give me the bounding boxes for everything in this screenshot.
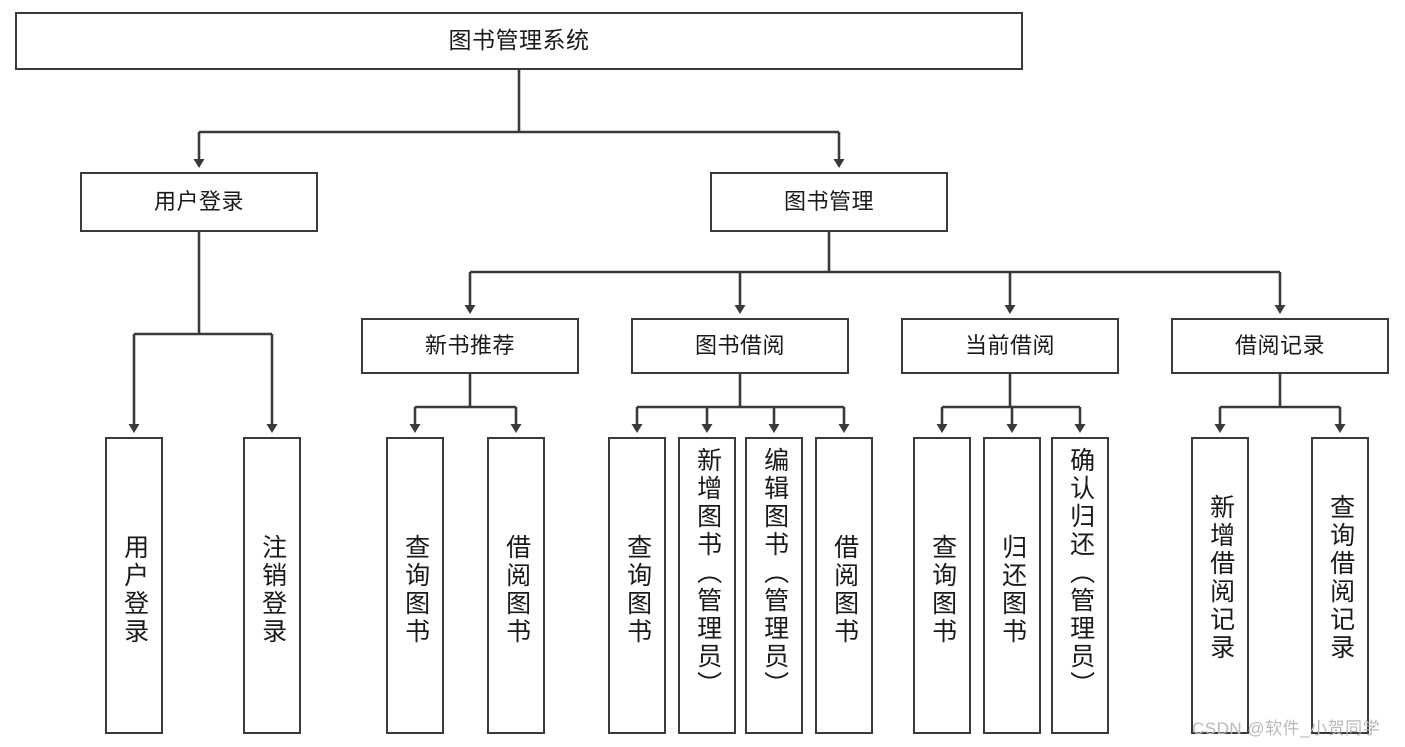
node-leaf-borrow-book-recommend-label: 借阅图书 bbox=[502, 534, 531, 646]
node-leaf-query-borrow-record[interactable]: 查询借阅记录 bbox=[1311, 437, 1369, 734]
node-leaf-confirm-return-label: 确认归还（管理员） bbox=[1066, 447, 1095, 699]
node-current-borrow-label: 当前借阅 bbox=[964, 333, 1055, 359]
node-leaf-add-book-label: 新增图书（管理员） bbox=[693, 447, 722, 699]
node-leaf-logout-label: 注销登录 bbox=[258, 534, 287, 646]
node-new-book-recommend-label: 新书推荐 bbox=[424, 333, 515, 359]
node-leaf-query-book-borrow[interactable]: 查询图书 bbox=[608, 437, 666, 734]
node-current-borrow[interactable]: 当前借阅 bbox=[901, 318, 1119, 374]
node-leaf-add-borrow-record[interactable]: 新增借阅记录 bbox=[1191, 437, 1249, 734]
node-leaf-add-borrow-record-label: 新增借阅记录 bbox=[1206, 494, 1235, 662]
node-leaf-return-book[interactable]: 归还图书 bbox=[983, 437, 1041, 734]
node-leaf-logout[interactable]: 注销登录 bbox=[243, 437, 301, 734]
node-leaf-user-login[interactable]: 用户登录 bbox=[105, 437, 163, 734]
node-root[interactable]: 图书管理系统 bbox=[15, 12, 1023, 70]
node-leaf-query-book-borrow-label: 查询图书 bbox=[623, 534, 652, 646]
node-user-login-label: 用户登录 bbox=[153, 189, 244, 215]
node-book-borrow[interactable]: 图书借阅 bbox=[631, 318, 849, 374]
node-leaf-return-book-label: 归还图书 bbox=[998, 534, 1027, 646]
node-leaf-query-book-recommend[interactable]: 查询图书 bbox=[386, 437, 444, 734]
node-book-borrow-label: 图书借阅 bbox=[694, 333, 785, 359]
node-leaf-borrow-book[interactable]: 借阅图书 bbox=[815, 437, 873, 734]
node-leaf-user-login-label: 用户登录 bbox=[120, 534, 149, 646]
node-new-book-recommend[interactable]: 新书推荐 bbox=[361, 318, 579, 374]
node-leaf-query-book-current-label: 查询图书 bbox=[928, 534, 957, 646]
node-book-management[interactable]: 图书管理 bbox=[710, 172, 948, 232]
node-leaf-edit-book-label: 编辑图书（管理员） bbox=[760, 447, 789, 699]
node-borrow-records-label: 借阅记录 bbox=[1234, 333, 1325, 359]
node-leaf-borrow-book-recommend[interactable]: 借阅图书 bbox=[487, 437, 545, 734]
node-leaf-edit-book[interactable]: 编辑图书（管理员） bbox=[745, 437, 803, 734]
node-leaf-add-book[interactable]: 新增图书（管理员） bbox=[678, 437, 736, 734]
node-leaf-borrow-book-label: 借阅图书 bbox=[830, 534, 859, 646]
node-leaf-query-borrow-record-label: 查询借阅记录 bbox=[1326, 494, 1355, 662]
node-borrow-records[interactable]: 借阅记录 bbox=[1171, 318, 1389, 374]
node-leaf-query-book-recommend-label: 查询图书 bbox=[401, 534, 430, 646]
node-root-label: 图书管理系统 bbox=[448, 27, 590, 54]
node-book-management-label: 图书管理 bbox=[783, 189, 874, 215]
node-user-login[interactable]: 用户登录 bbox=[80, 172, 318, 232]
node-leaf-query-book-current[interactable]: 查询图书 bbox=[913, 437, 971, 734]
csdn-watermark: CSDN @软件_小贺同学 bbox=[1192, 719, 1381, 738]
node-leaf-confirm-return[interactable]: 确认归还（管理员） bbox=[1051, 437, 1109, 734]
